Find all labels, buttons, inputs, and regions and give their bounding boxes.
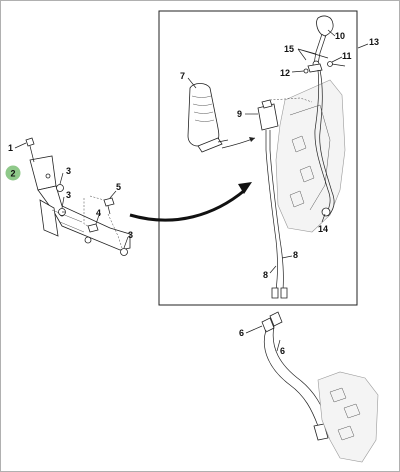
callout-15: 15 [284,44,294,54]
callout-7: 7 [180,71,185,81]
callout-13: 13 [369,37,379,47]
bolt-1 [25,137,35,163]
fastener-group-15-11-12 [303,61,346,74]
lever-wiring [314,69,335,217]
callout-12: 12 [280,68,290,78]
switch-9 [257,99,279,150]
callout-4: 4 [96,208,101,218]
lever-knob-10 [312,15,334,68]
boot-7 [187,83,229,153]
callout-6-left: 6 [239,328,244,338]
callout-1: 1 [8,143,13,153]
assembly-arrow [129,182,252,222]
arrow-head-7-9 [249,137,255,142]
harness-8 [265,149,288,299]
callout-3-top: 3 [66,166,71,176]
nuts-3 [56,184,128,256]
callout-8-right: 8 [293,250,298,260]
callout-14: 14 [318,224,328,234]
callout-5: 5 [116,182,121,192]
callout-6-right: 6 [280,346,285,356]
callout-2-highlight [5,165,21,181]
bracket-assembly-2 [29,155,131,251]
support-frame-13 [275,79,346,233]
inset-frame [158,10,358,306]
callout-leaders [14,29,369,352]
lower-mounting-panel [317,371,379,463]
callout-2: 2 [11,169,16,179]
callout-10: 10 [335,31,345,41]
bolts-4-5 [83,195,123,249]
callout-11: 11 [342,51,352,61]
callout-9: 9 [237,109,242,119]
callout-8-left: 8 [263,270,268,280]
callout-3-right: 3 [128,230,133,240]
callout-3-middle: 3 [66,190,71,200]
